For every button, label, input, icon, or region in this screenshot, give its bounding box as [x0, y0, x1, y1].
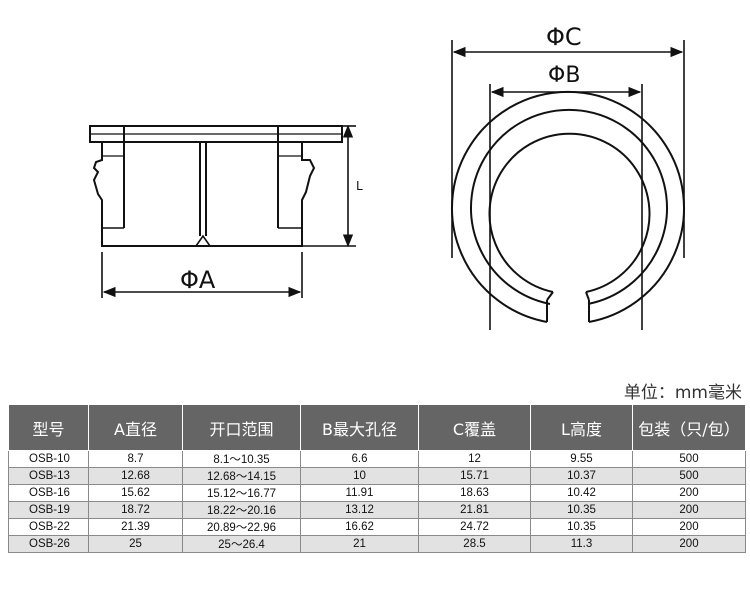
dimension-b: [489, 84, 643, 330]
table-cell: 20.89～22.96: [182, 518, 301, 536]
table-cell: 12.68～14.15: [182, 467, 301, 485]
table-cell: 500: [632, 450, 746, 468]
table-cell: 15.12～16.77: [182, 484, 301, 502]
table-cell: 10: [300, 467, 419, 485]
unit-note: 单位：mm毫米: [623, 383, 742, 403]
table-cell: 10.42: [530, 484, 633, 502]
table-cell: 18.63: [418, 484, 531, 502]
table-cell: 18.22～20.16: [182, 501, 301, 519]
table-cell: 15.62: [88, 484, 183, 502]
header-b-max-hole: B最大孔径: [300, 404, 419, 451]
table-cell: 10.37: [530, 467, 633, 485]
table-cell: 28.5: [418, 535, 531, 553]
body-right-outline: [208, 142, 316, 247]
spec-table: 型号 A直径 开口范围 B最大孔径 C覆盖 L高度 包装（只/包） OSB-10…: [8, 404, 746, 553]
table-cell: 12: [418, 450, 531, 468]
table-cell: OSB-10: [8, 450, 89, 468]
table-cell: 15.71: [418, 467, 531, 485]
table-cell: 200: [632, 518, 746, 536]
table-cell: 10.35: [530, 518, 633, 536]
dimension-a: [101, 252, 303, 298]
dimension-c: [451, 40, 685, 258]
table-cell: 21.81: [418, 501, 531, 519]
table-cell: OSB-19: [8, 501, 89, 519]
table-header-row: 型号 A直径 开口范围 B最大孔径 C覆盖 L高度 包装（只/包）: [8, 404, 746, 451]
table-cell: 10.35: [530, 501, 633, 519]
table-cell: OSB-22: [8, 518, 89, 536]
header-l-height: L高度: [530, 404, 633, 451]
technical-drawing: L ΦA ΦC ΦB: [89, 23, 685, 330]
header-c-cover: C覆盖: [418, 404, 531, 451]
ring-view: [451, 91, 685, 323]
table-cell: 12.68: [88, 467, 183, 485]
header-package: 包装（只/包）: [632, 404, 746, 451]
label-l: L: [356, 179, 363, 193]
table-cell: 11.91: [300, 484, 419, 502]
table-cell: 6.6: [300, 450, 419, 468]
header-opening-range: 开口范围: [182, 404, 301, 451]
side-view: [89, 125, 343, 247]
table-cell: 18.72: [88, 501, 183, 519]
label-b: ΦB: [548, 63, 580, 88]
table-cell: OSB-13: [8, 467, 89, 485]
table-cell: OSB-26: [8, 535, 89, 553]
table-cell: 16.62: [300, 518, 419, 536]
table-cell: 200: [632, 535, 746, 553]
ring-inner-edge: [488, 132, 651, 293]
table-cell: 25～26.4: [182, 535, 301, 553]
label-c: ΦC: [546, 23, 582, 51]
table-cell: 500: [632, 467, 746, 485]
header-model: 型号: [8, 404, 89, 451]
ring-mid-edge: [470, 108, 668, 305]
table-cell: 11.3: [530, 535, 633, 553]
table-cell: 8.1～10.35: [182, 450, 301, 468]
table-cell: 21.39: [88, 518, 183, 536]
table-cell: 200: [632, 484, 746, 502]
table-cell: 9.55: [530, 450, 633, 468]
table-cell: 21: [300, 535, 419, 553]
table-cell: 25: [88, 535, 183, 553]
header-a-diameter: A直径: [88, 404, 183, 451]
body-left-outline: [92, 142, 198, 247]
table-cell: 8.7: [88, 450, 183, 468]
table-cell: 24.72: [418, 518, 531, 536]
table-cell: OSB-16: [8, 484, 89, 502]
label-a: ΦA: [180, 266, 216, 294]
table-cell: 13.12: [300, 501, 419, 519]
table-cell: 200: [632, 501, 746, 519]
dimension-l: [302, 124, 356, 248]
